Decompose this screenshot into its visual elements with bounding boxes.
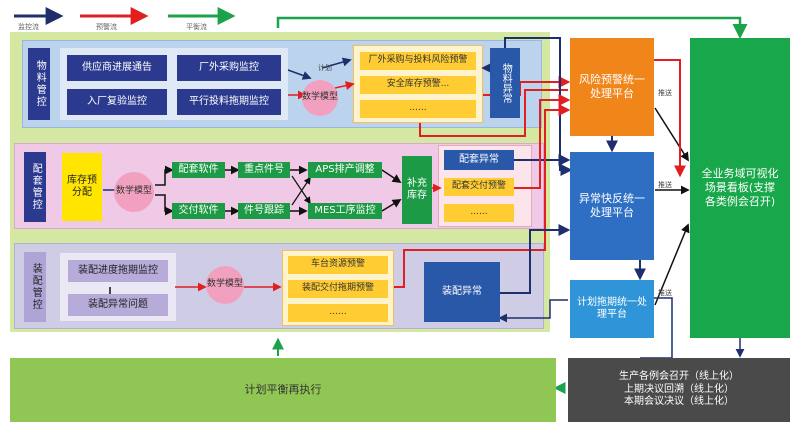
material-anomaly: 物料异常	[490, 48, 520, 118]
kitting-inventory: 库存预分配	[62, 153, 102, 221]
meeting-line-3: 本期会议决议（线上化）	[624, 396, 734, 408]
material-math-model: 数学模型	[302, 80, 338, 116]
material-item-delay: 平行投料拖期监控	[177, 89, 281, 115]
kitting-item-delivery: 交付软件	[172, 203, 225, 219]
kitting-alert-delivery: 配套交付预警	[444, 178, 514, 196]
meeting-line-2: 上期决议回溯（线上化）	[624, 383, 734, 395]
kitting-item-mes: MES工序监控	[308, 203, 382, 219]
visual-dashboard: 全业务域可视化场景看板(支撑各类例会召开)	[690, 38, 790, 338]
legend-balance-label: 平衡流	[186, 23, 207, 31]
material-title: 物料管控	[28, 48, 50, 120]
assembly-item-progress: 装配进度拖期监控	[68, 260, 168, 282]
kitting-item-key-part: 重点件号	[238, 162, 290, 178]
push-label-anomaly: 推送	[658, 181, 672, 189]
material-item-supplier: 供应商进展通告	[67, 55, 167, 81]
material-alert-stock: 安全库存预警...	[360, 76, 476, 94]
push-label-delay: 推送	[658, 289, 672, 297]
risk-warning-platform: 风险预警统一处理平台	[570, 38, 654, 136]
meeting-line-1: 生产各例会召开（线上化）	[619, 371, 739, 383]
kitting-item-tracking: 件号跟踪	[238, 203, 290, 219]
kitting-alert-anomaly: 配套异常	[444, 150, 514, 170]
plan-execution: 计划平衡再执行	[10, 358, 556, 422]
kitting-title: 配套管控	[24, 152, 46, 222]
material-item-purchase: 厂外采购监控	[177, 55, 281, 81]
assembly-title: 装配管控	[24, 252, 46, 322]
assembly-alert-more: ......	[288, 304, 388, 322]
kitting-item-software: 配套软件	[172, 162, 225, 178]
meetings-box: 生产各例会召开（线上化） 上期决议回溯（线上化） 本期会议决议（线上化）	[568, 358, 790, 422]
material-small-label: 计划	[318, 64, 332, 72]
kitting-math-model: 数学模型	[114, 172, 154, 212]
plan-delay-platform: 计划拖期统一处理平台	[570, 280, 654, 338]
material-alert-risk: 厂外采购与投料风险预警	[360, 52, 476, 70]
material-item-inspection: 入厂复验监控	[67, 89, 167, 115]
kitting-replenish: 补充库存	[402, 156, 432, 224]
legend-monitor-label: 监控流	[18, 23, 39, 31]
assembly-item-issues: 装配异常问题	[68, 294, 168, 316]
assembly-alert-delay: 装配交付拖期预警	[288, 280, 388, 298]
push-label-risk: 推送	[658, 89, 672, 97]
anomaly-response-platform: 异常快反统一处理平台	[570, 152, 654, 260]
kitting-item-aps: APS排产调整	[308, 162, 382, 178]
material-alert-more: ......	[360, 100, 476, 118]
legend-warning-label: 预警流	[96, 23, 117, 31]
kitting-alert-more: ......	[444, 204, 514, 222]
assembly-alert-resource: 车台资源预警	[288, 256, 388, 274]
assembly-anomaly: 装配异常	[424, 262, 500, 322]
assembly-math-model: 数学模型	[206, 266, 244, 304]
